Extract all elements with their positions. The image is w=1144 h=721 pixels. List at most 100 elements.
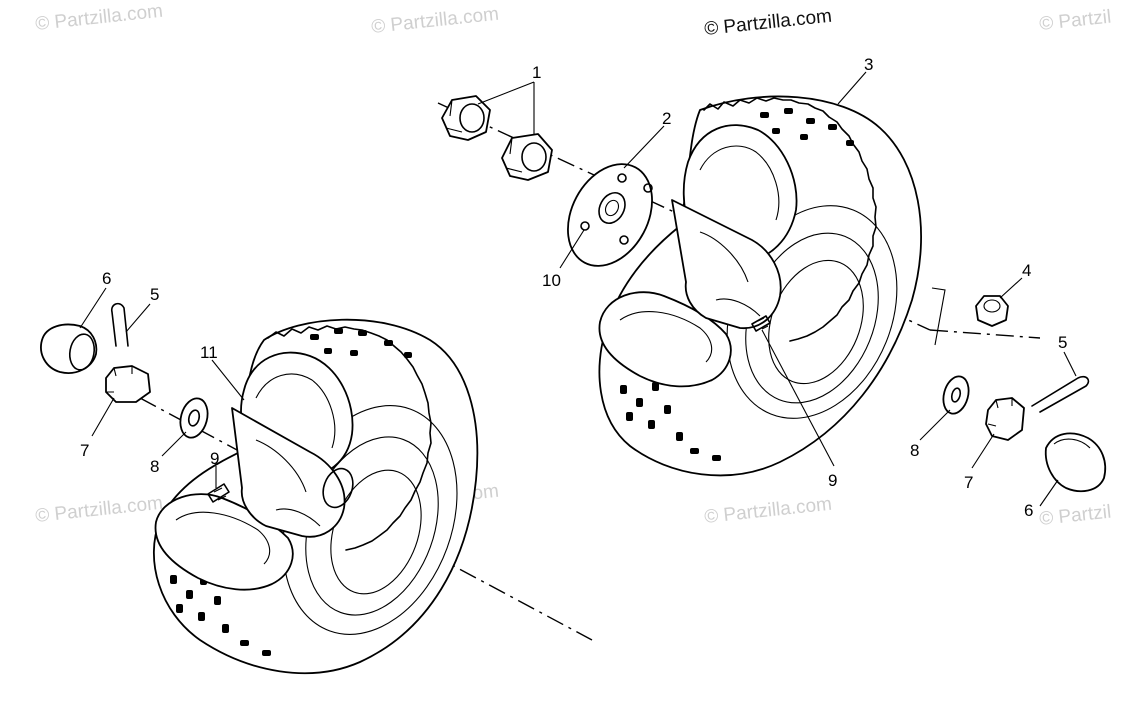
tread-lug [806,118,815,124]
tread-lug [846,140,854,146]
cotter-pin-5-left [110,302,129,347]
valve-stem [751,315,771,332]
leader-6-left [79,287,107,329]
callout-2: 2 [662,109,671,128]
right-hub-barrel [671,199,782,329]
axle-nut-facets [445,99,463,133]
wheel-stud [617,173,627,183]
cutaway-contour [699,145,780,221]
tread-lug [170,575,177,584]
leader-7-right [971,433,995,469]
right-tire-cutaway-lower [598,291,732,388]
callout-5-right: 5 [1058,333,1067,352]
axis-break-symbol [931,287,946,346]
hub-flange-bore [604,199,620,217]
left-small-parts [40,302,209,439]
castle-nut-slots [987,398,1013,427]
cutaway-contour [619,311,713,363]
castle-nut-slots [106,366,133,393]
valve-stem-ridges [757,317,769,330]
tread-lug [358,330,367,336]
hub-cap-rim [1053,438,1091,449]
tread-lug [636,398,643,407]
callout-labels: 1 2 3 4 5 6 7 8 9 10 11 5 6 7 8 9 [80,55,1067,520]
tread-lug [772,128,780,134]
callout-8-right: 8 [910,441,919,460]
hub-flange [567,163,653,267]
tread-lug [404,352,412,358]
watermark-bottom-edge: © Partzil [1038,502,1112,530]
tread-lug [222,624,229,633]
left-tire-tread [170,325,432,656]
tread-lug [690,448,699,454]
hub-contour [715,298,761,317]
tread-lug [712,455,721,461]
watermark-layer: © Partzilla.com © Partzilla.com © Partzi… [34,1,1112,530]
callout-11: 11 [200,343,218,362]
tread-lug [828,124,837,130]
watermark-top-right: © Partzil [1038,7,1112,35]
leader-4 [999,277,1023,299]
leader-5-left [125,303,151,333]
left-hub-bore [322,467,354,509]
hub-contour [275,508,321,527]
leader-6-right [1039,479,1059,507]
right-small-parts [942,295,1107,493]
tread-lug [176,604,183,613]
left-wheel-assembly [153,318,479,675]
watermark-bottom-right: © Partzilla.com [703,494,833,528]
leader-9-right [761,329,835,467]
cutaway-contour [255,373,336,449]
leader-8-left [161,431,187,457]
tread-lug [760,112,769,118]
axle-nut-1b [501,133,553,181]
callout-3: 3 [864,55,873,74]
watermark-bottom-left: © Partzilla.com [34,493,164,527]
callout-9-right: 9 [828,471,837,490]
hub-cap-6-left-face [68,333,96,371]
tread-lug [676,432,683,441]
right-tire-tread [620,97,877,461]
leader-8-right [919,409,951,441]
right-wheel-assembly [567,95,922,477]
leader-lines [79,71,1077,507]
leader-2 [623,125,665,169]
leader-7-left [91,397,115,437]
tread-lug [384,340,393,346]
tread-lug [198,612,205,621]
washer-8-left-hole [187,409,201,427]
callout-7-left: 7 [80,441,89,460]
callout-10: 10 [542,271,561,290]
washer-8-left [179,397,209,439]
hub-cap-6-right [1044,432,1107,493]
axle-nut-1b-bore [521,142,547,172]
axle-nuts [441,95,553,181]
callout-9-left: 9 [210,449,219,468]
hub-contour [699,231,749,283]
leader-10 [559,229,585,269]
callout-4: 4 [1022,261,1031,280]
leader-3 [837,71,867,105]
tread-lug [262,650,271,656]
callout-6-left: 6 [102,269,111,288]
leader-1 [477,81,535,134]
castle-nut-7-right [985,397,1025,441]
wheel-stud [643,183,653,193]
tread-lug [214,596,221,605]
axle-nut-1a [441,95,491,141]
tread-lug [350,350,358,356]
tread-lug [620,385,627,394]
callout-1: 1 [532,63,541,82]
tread-lug [800,134,808,140]
wheel-stud [580,221,590,231]
wheel-stud [619,235,629,245]
tread-lug [186,590,193,599]
axle-nut-1a-bore [459,103,485,133]
watermark-main: © Partzilla.com [703,6,833,40]
hub-cap-6-left [40,323,98,374]
tread-lug [324,348,332,354]
watermark-top-center: © Partzilla.com [370,4,500,38]
valve-stem-ridges [213,487,227,501]
tread-lug [648,420,655,429]
